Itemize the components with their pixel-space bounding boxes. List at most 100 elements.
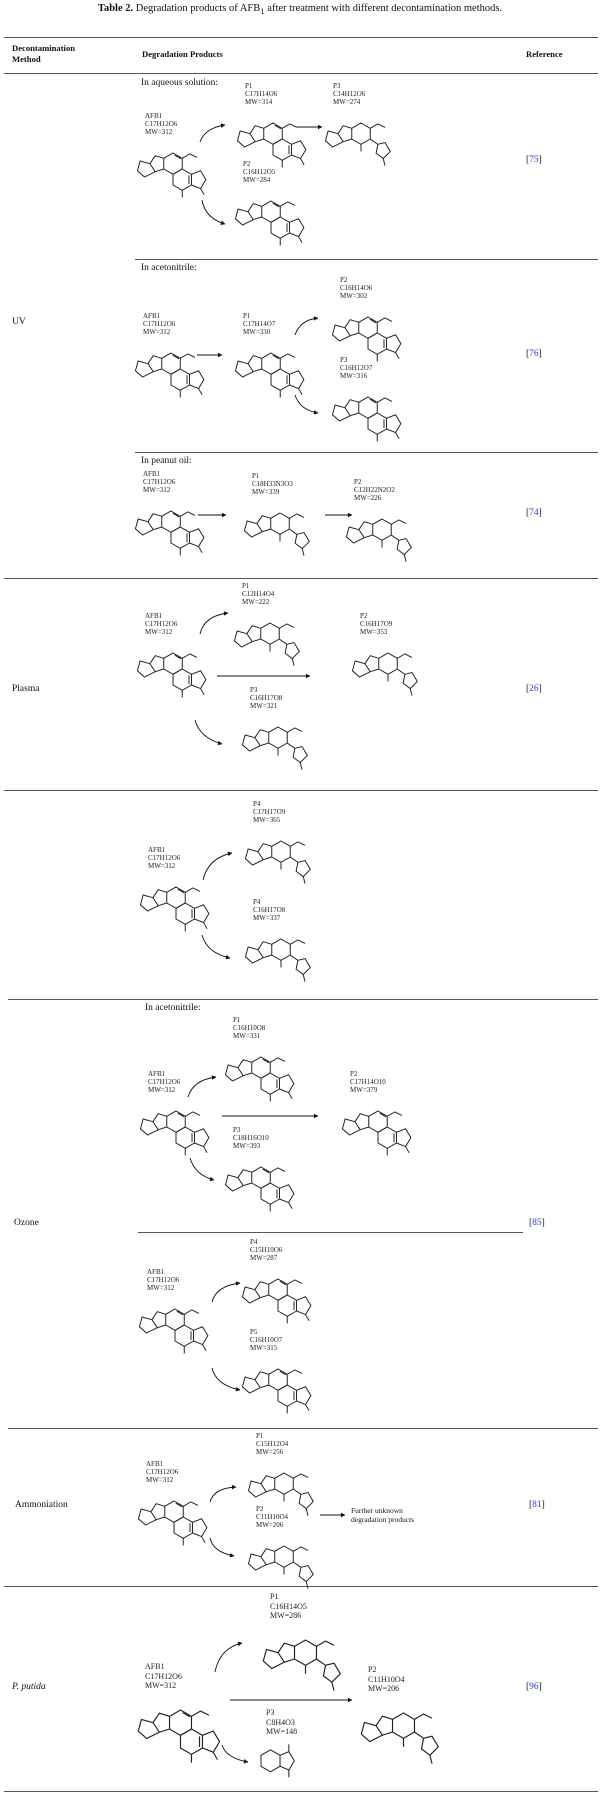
arrow xyxy=(189,1157,215,1182)
arrow xyxy=(214,1641,243,1673)
molecule-formula: C16H14O6 xyxy=(340,284,373,293)
condition-peanut-oil: In peanut oil: xyxy=(141,456,192,466)
reference-link-74[interactable]: [74] xyxy=(526,508,542,518)
method-ammoniation: Ammoniation xyxy=(15,1500,68,1510)
ref-number: 96 xyxy=(529,1682,539,1692)
molecule-formula: C17H12O6 xyxy=(146,1468,179,1477)
molecule-name: P2 xyxy=(243,160,251,168)
molecule-formula: C15H12O4 xyxy=(256,1440,289,1449)
molecule-name: P3 xyxy=(333,82,341,90)
molecule-formula: C17H17O9 xyxy=(253,808,286,817)
molecule-formula: C18H33N3O3 xyxy=(252,480,293,489)
ref-number: 26 xyxy=(529,684,539,694)
condition-ozone-acetonitrile: In acetonitrile: xyxy=(145,1003,201,1013)
molecule-name: P5 xyxy=(250,1328,258,1336)
molecule-mw: MW=206 xyxy=(368,1684,400,1693)
arrow xyxy=(199,123,226,143)
molecule-name: P1 xyxy=(245,82,253,90)
molecule-mw: MW=353 xyxy=(360,628,388,637)
molecule-mw: MW=256 xyxy=(256,1448,284,1457)
arrow xyxy=(187,1075,217,1098)
caption-text-end: after treatment with different decontami… xyxy=(264,3,503,14)
molecule-formula: C12H22N2O2 xyxy=(354,486,395,495)
molecule-mw: MW=337 xyxy=(253,914,281,923)
molecule-mw: MW=312 xyxy=(146,1476,174,1485)
further-products-note: Further unknown degradation products xyxy=(351,1506,414,1524)
method-plasma: Plasma xyxy=(12,684,40,694)
table-bottom-rule xyxy=(4,1791,598,1792)
caption-text: Degradation products of AFB xyxy=(135,3,261,14)
molecule-mw: MW=331 xyxy=(233,1032,261,1041)
molecule-mw: MW=312 xyxy=(145,1681,177,1690)
reference-link-85[interactable]: [85] xyxy=(529,1218,545,1228)
molecule-formula: C16H14O5 xyxy=(270,1601,307,1611)
molecule-name: AFB1 xyxy=(148,846,166,854)
molecule-formula: C18H16O10 xyxy=(233,1134,269,1143)
molecule-name: AFB1 xyxy=(143,312,161,320)
molecule-name: P2 xyxy=(350,1070,358,1078)
molecule-formula: C8H4O3 xyxy=(266,1717,295,1727)
arrow xyxy=(202,851,233,881)
reference-link-76[interactable]: [76] xyxy=(526,349,542,359)
header-rule xyxy=(4,73,598,74)
molecule-name: P1 xyxy=(242,582,250,590)
molecule-formula: C12H14O4 xyxy=(242,590,275,599)
molecule-mw: MW=284 xyxy=(243,176,271,185)
reference-link-26[interactable]: [26] xyxy=(526,684,542,694)
arrow xyxy=(209,1537,235,1558)
molecule-mw: MW=222 xyxy=(242,598,270,607)
arrow xyxy=(201,199,226,225)
ref-number: 75 xyxy=(529,155,539,165)
molecule-name: P3 xyxy=(250,686,258,694)
molecule-mw: MW=315 xyxy=(250,1344,278,1353)
molecule-mw: MW=286 xyxy=(270,1611,302,1620)
molecule-mw: MW=312 xyxy=(143,486,171,495)
reference-link-75[interactable]: [75] xyxy=(526,155,542,165)
molecule-name: P4 xyxy=(250,1238,258,1246)
molecule-mw: MW=379 xyxy=(350,1086,378,1095)
condition-acetonitrile: In acetonitrile: xyxy=(141,263,197,273)
reference-link-96[interactable]: [96] xyxy=(526,1682,542,1692)
molecule-formula: C16H17O8 xyxy=(250,694,283,703)
header-method: Decontamination Method xyxy=(12,43,76,64)
molecule-name: AFB1 xyxy=(147,1268,165,1276)
row-rule-uv xyxy=(4,578,598,579)
reference-link-81[interactable]: [81] xyxy=(529,1500,545,1510)
molecule-mw: MW=302 xyxy=(340,292,368,301)
molecule-formula: C17H12O6 xyxy=(145,120,178,129)
molecule-mw: MW=274 xyxy=(333,98,361,107)
caption-sub: 1 xyxy=(260,6,265,17)
ozone-subrule xyxy=(138,1232,523,1233)
molecule-formula: C17H12O6 xyxy=(147,1276,180,1285)
